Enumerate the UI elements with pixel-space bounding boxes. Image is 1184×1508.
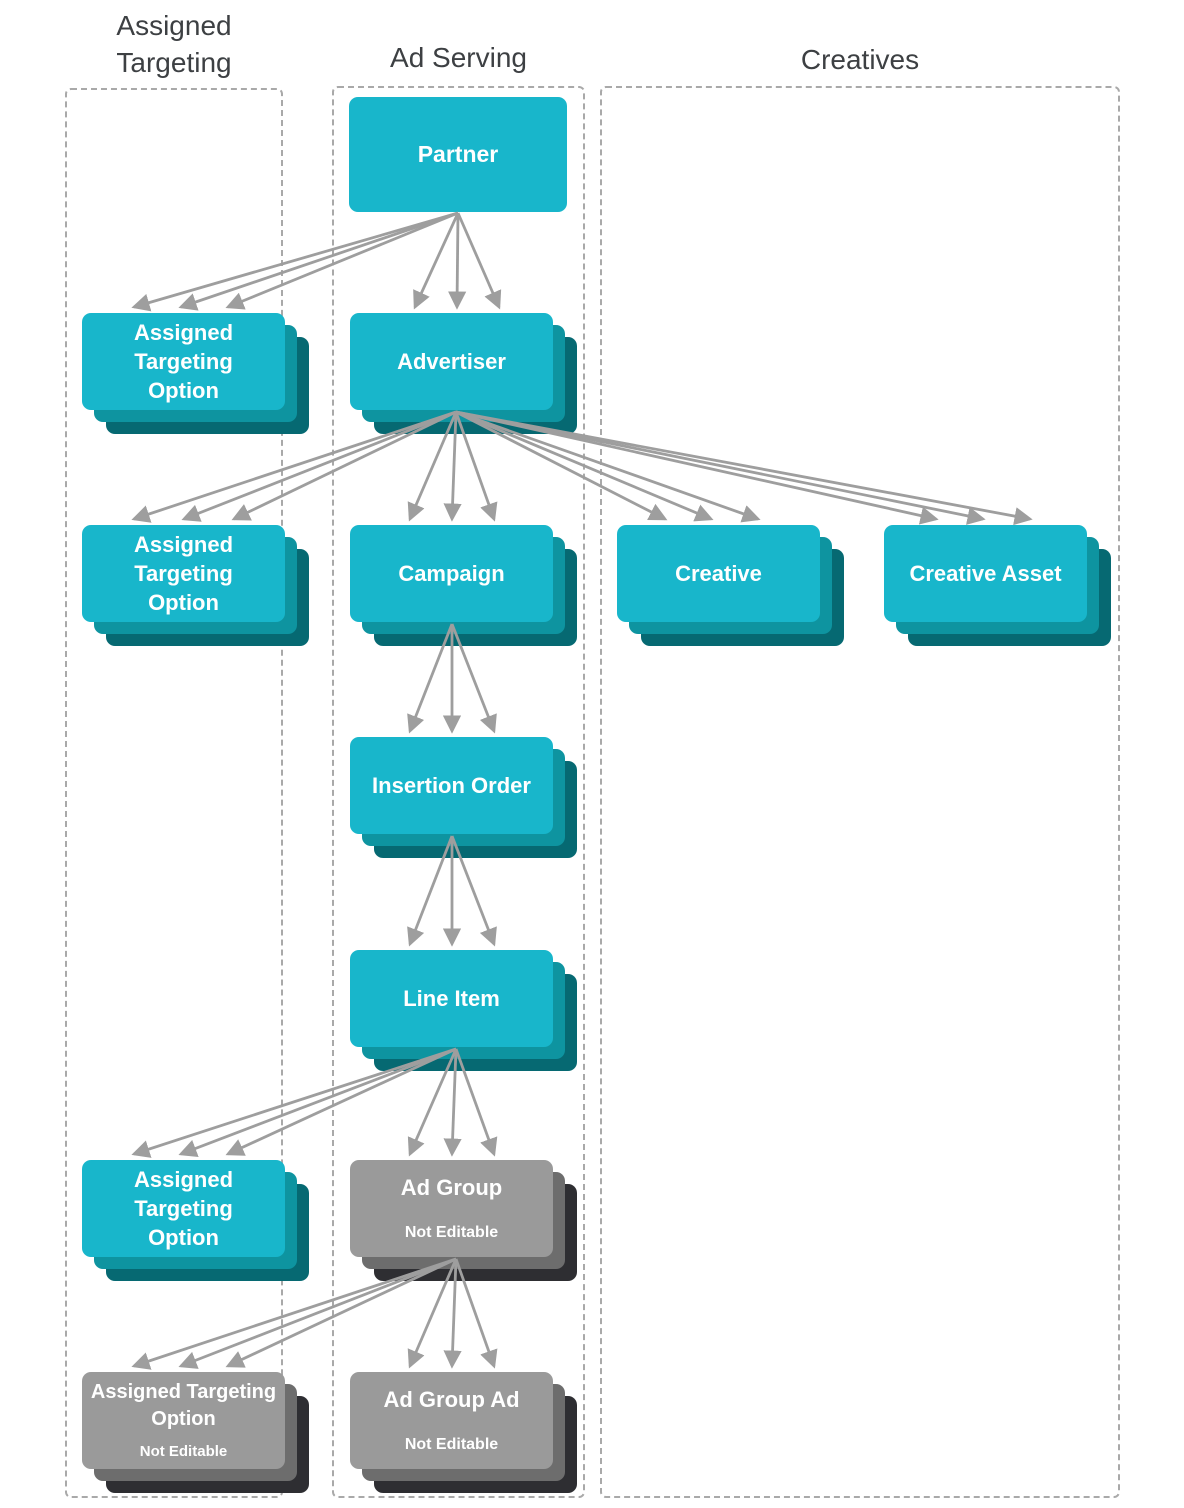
node-ad-group-ad: Ad Group Ad Not Editable: [350, 1372, 577, 1493]
node-creative: Creative: [617, 525, 844, 646]
node-sublabel: Not Editable: [404, 1224, 499, 1242]
node-line-item: Line Item: [350, 950, 577, 1071]
node-label: Partner: [417, 141, 499, 168]
node-advertiser: Advertiser: [350, 313, 577, 434]
node-assigned-targeting-option-partner: Assigned Targeting Option: [82, 313, 309, 434]
column-ad-serving: [332, 86, 585, 1498]
node-label: Campaign: [398, 560, 505, 586]
node-creative-asset: Creative Asset: [884, 525, 1111, 646]
node-label: Assigned Targeting Option: [133, 319, 234, 404]
node-campaign: Campaign: [350, 525, 577, 646]
node-label: Assigned Targeting Option: [133, 531, 234, 616]
node-label: Assigned Targeting Option: [90, 1381, 277, 1430]
column-assigned-targeting: [65, 88, 283, 1498]
node-sublabel: Not Editable: [404, 1436, 499, 1454]
column-title-ad-serving: Ad Serving: [390, 42, 527, 73]
column-title-creatives: Creatives: [800, 44, 920, 75]
node-sublabel: Not Editable: [139, 1443, 228, 1460]
column-title-assigned-targeting: Assigned Targeting: [116, 10, 232, 78]
node-label: Line Item: [403, 985, 500, 1011]
node-label: Insertion Order: [372, 772, 531, 798]
node-label: Creative: [675, 560, 762, 586]
node-label: Advertiser: [397, 348, 506, 374]
node-assigned-targeting-option-ad-group: Assigned Targeting Option Not Editable: [82, 1372, 309, 1493]
node-ad-group: Ad Group Not Editable: [350, 1160, 577, 1281]
column-creatives: [600, 86, 1120, 1498]
node-label: Ad Group: [400, 1175, 503, 1201]
node-label: Assigned Targeting Option: [133, 1166, 234, 1251]
node-assigned-targeting-option-advertiser: Assigned Targeting Option: [82, 525, 309, 646]
node-insertion-order: Insertion Order: [350, 737, 577, 858]
node-partner: Partner: [349, 97, 567, 212]
node-label: Creative Asset: [909, 560, 1062, 586]
node-assigned-targeting-option-line-item: Assigned Targeting Option: [82, 1160, 309, 1281]
node-label: Ad Group Ad: [383, 1387, 520, 1413]
